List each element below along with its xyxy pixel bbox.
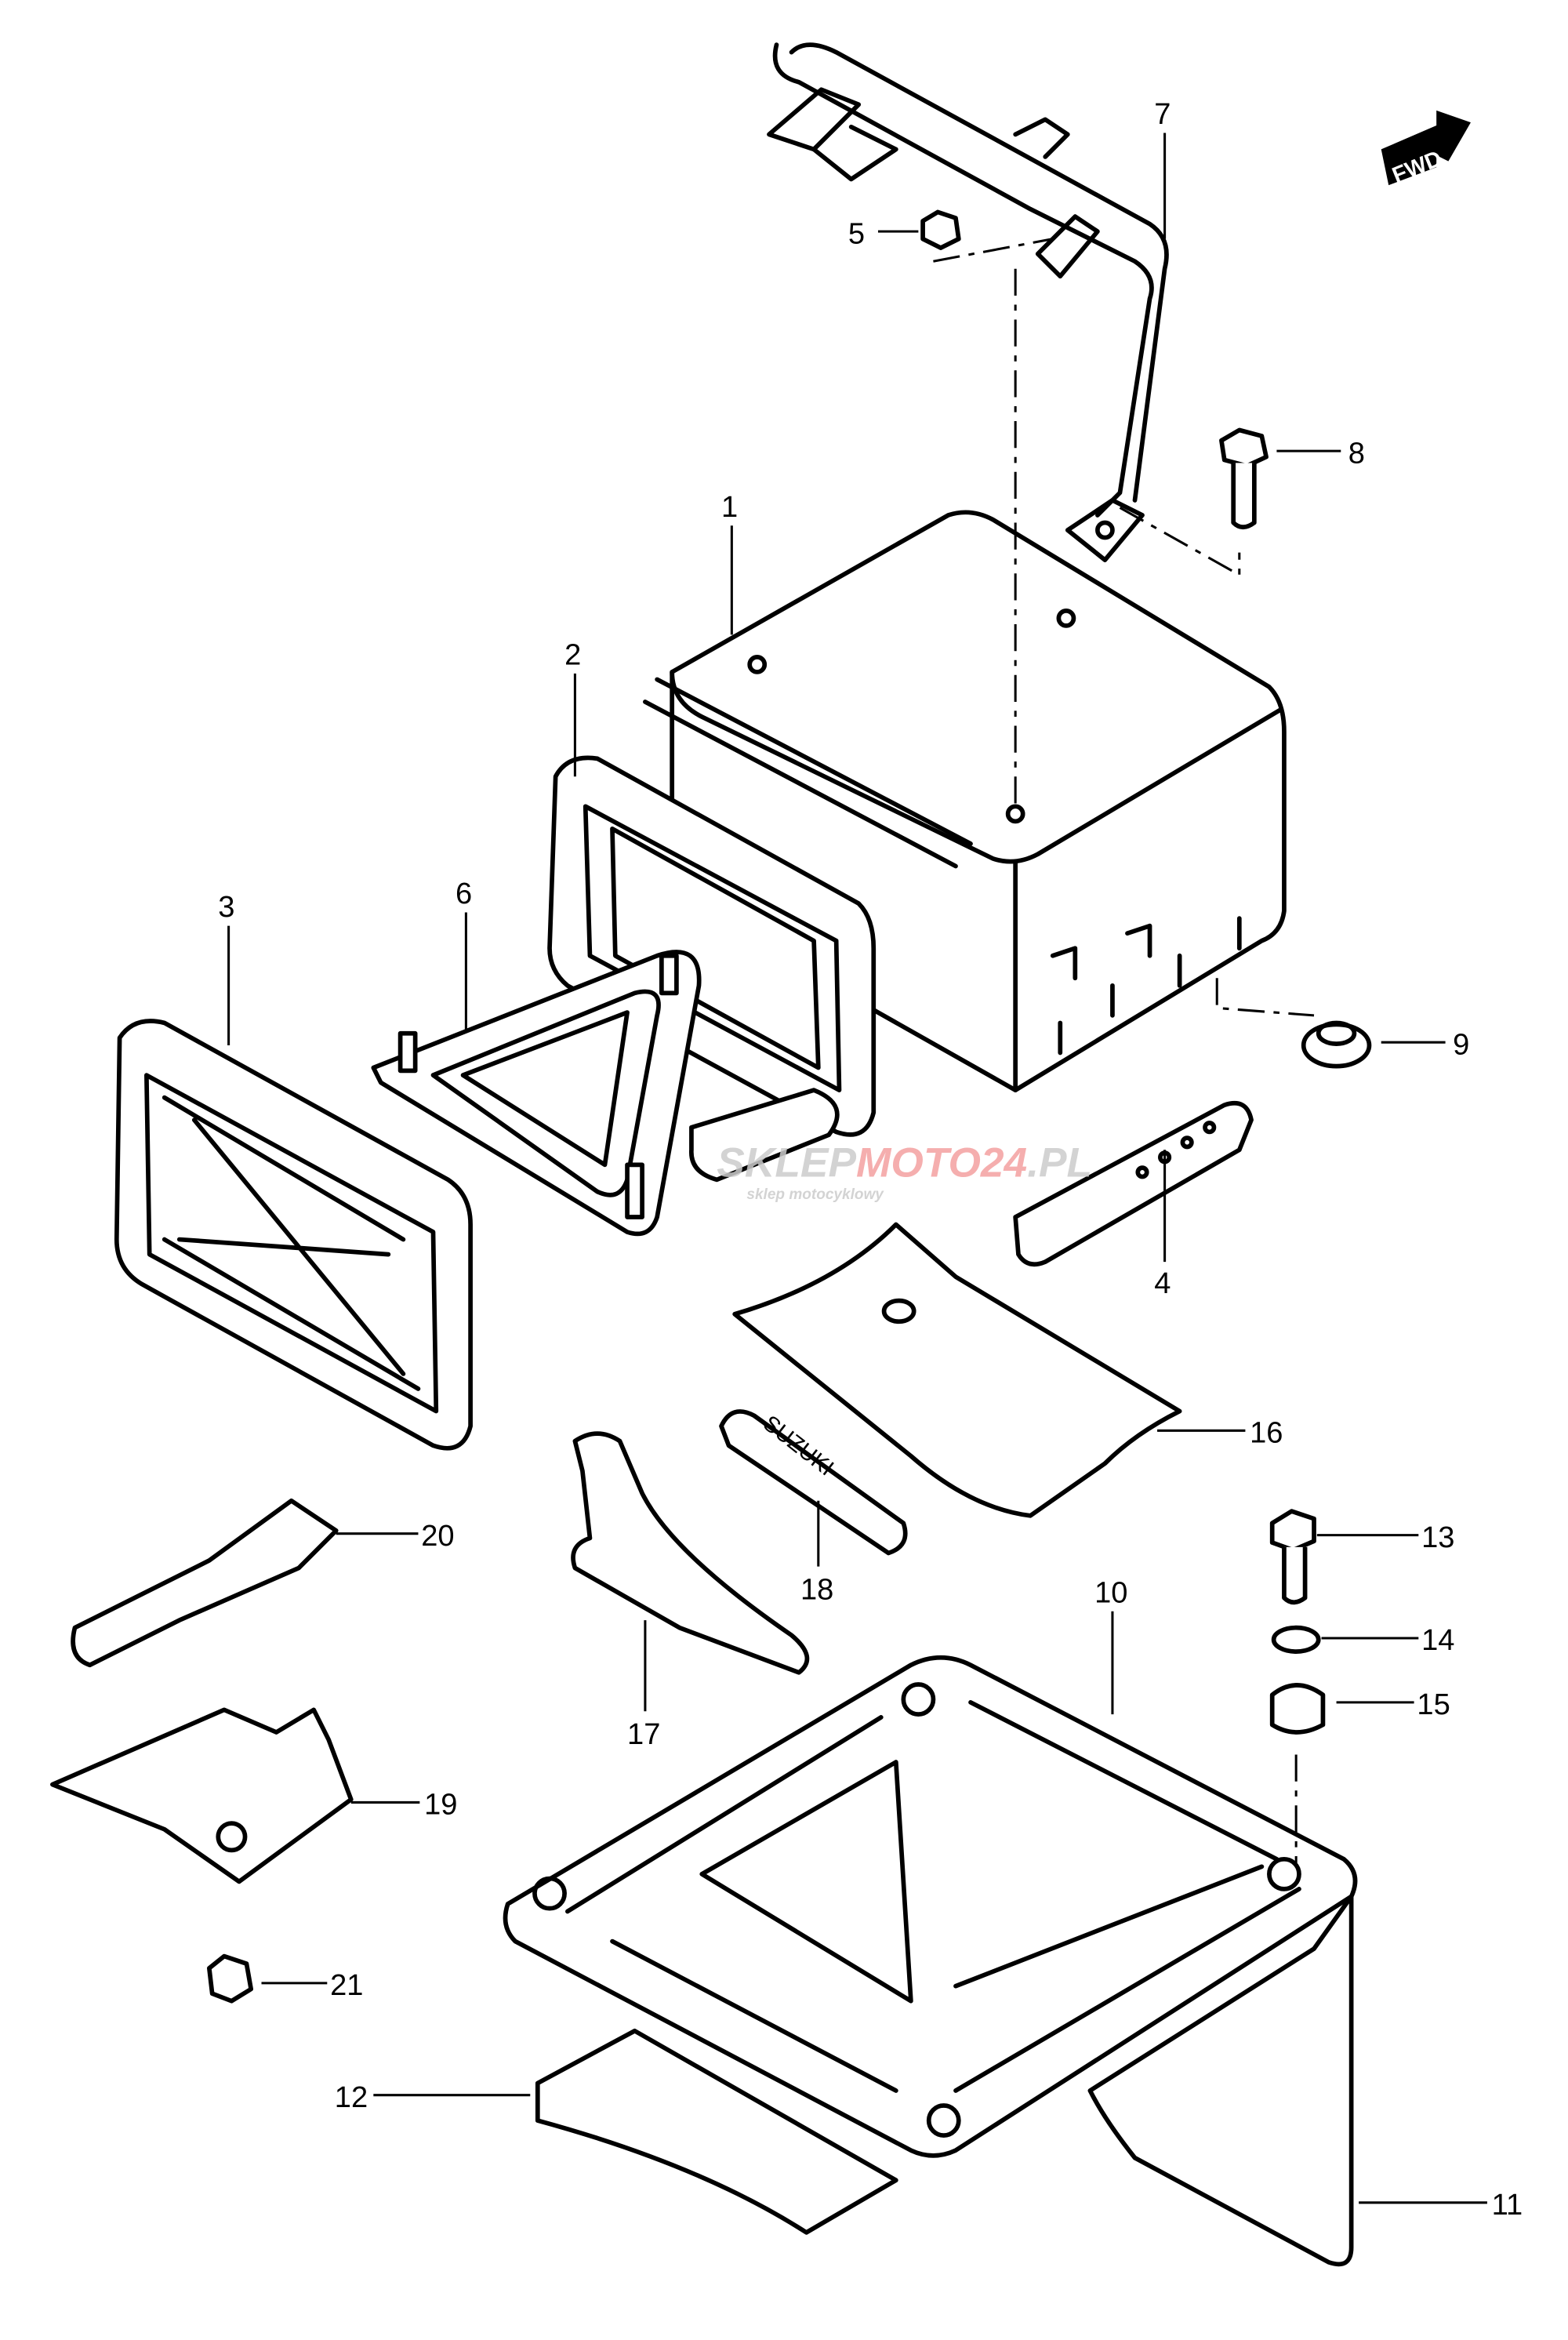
part-9-nut	[1301, 1020, 1372, 1069]
part-15-cushion	[1269, 1683, 1326, 1735]
part-20-band	[71, 1498, 339, 1668]
label-21: 21	[330, 1969, 363, 2002]
label-3: 3	[218, 891, 234, 924]
part-19-bracket	[50, 1707, 354, 1884]
part-2-cushion	[547, 677, 973, 1137]
watermark-logo: SKLEPMOTO24.PL sklep motocyklowy	[717, 1140, 1092, 1204]
label-19: 19	[424, 1789, 457, 1822]
part-clip	[689, 1088, 840, 1183]
fwd-arrow-icon: FWD	[1381, 110, 1471, 188]
part-8-bolt	[1219, 427, 1269, 530]
svg-text:sklep motocyklowy: sklep motocyklowy	[746, 1186, 884, 1203]
svg-text:SKLEPMOTO24.PL: SKLEPMOTO24.PL	[717, 1140, 1092, 1186]
part-14-washer	[1271, 1625, 1321, 1654]
label-14: 14	[1421, 1624, 1454, 1657]
label-6: 6	[456, 878, 472, 910]
label-11: 11	[1492, 2189, 1523, 2222]
label-13: 13	[1421, 1521, 1454, 1554]
part-labels: 1 2 3 4 5 6 7 8 9 10 11 12 13 14 15 16 1…	[218, 98, 1523, 2222]
part-4-strap	[1013, 1100, 1254, 1267]
label-17: 17	[627, 1718, 660, 1751]
part-13-bolt	[1269, 1509, 1316, 1605]
part-21-nut	[206, 1953, 254, 2004]
label-12: 12	[335, 2081, 368, 2114]
label-20: 20	[421, 1520, 454, 1553]
label-1: 1	[721, 491, 738, 524]
part-3-holder	[114, 1019, 473, 1451]
label-16: 16	[1250, 1417, 1283, 1450]
label-9: 9	[1453, 1028, 1469, 1061]
part-5-nut	[920, 209, 961, 250]
part-16-tool-bag	[732, 1222, 1182, 1518]
label-4: 4	[1154, 1267, 1171, 1300]
part-6-frame	[371, 950, 702, 1237]
part-17-wrench	[571, 1431, 810, 1675]
label-7: 7	[1154, 98, 1171, 131]
label-10: 10	[1094, 1576, 1127, 1609]
label-2: 2	[564, 638, 581, 671]
label-15: 15	[1417, 1688, 1450, 1721]
part-7-bracket	[767, 42, 1169, 562]
label-5: 5	[848, 217, 865, 250]
part-10-tray	[503, 1655, 1358, 2267]
part-12-pad	[535, 2028, 898, 2235]
label-18: 18	[800, 1573, 833, 1606]
label-8: 8	[1348, 437, 1365, 470]
